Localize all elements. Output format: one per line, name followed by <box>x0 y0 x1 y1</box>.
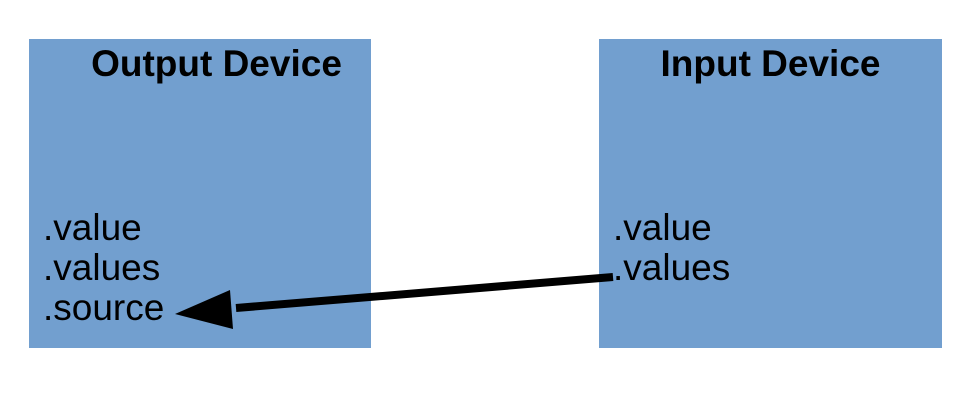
output-device-properties: .value .values .source <box>43 208 164 328</box>
output-property-source: .source <box>43 287 165 328</box>
input-property-values: .values <box>613 247 731 288</box>
output-device-title: Output Device <box>91 43 342 84</box>
input-property-value: .value <box>613 207 712 248</box>
input-device-title: Input Device <box>660 43 881 84</box>
output-device-box: Output Device .value .values .source <box>29 39 371 348</box>
input-device-box: Input Device .value .values <box>599 39 942 348</box>
output-property-value: .value <box>43 207 142 248</box>
input-device-properties: .value .values <box>613 208 730 288</box>
output-property-values: .values <box>43 247 161 288</box>
